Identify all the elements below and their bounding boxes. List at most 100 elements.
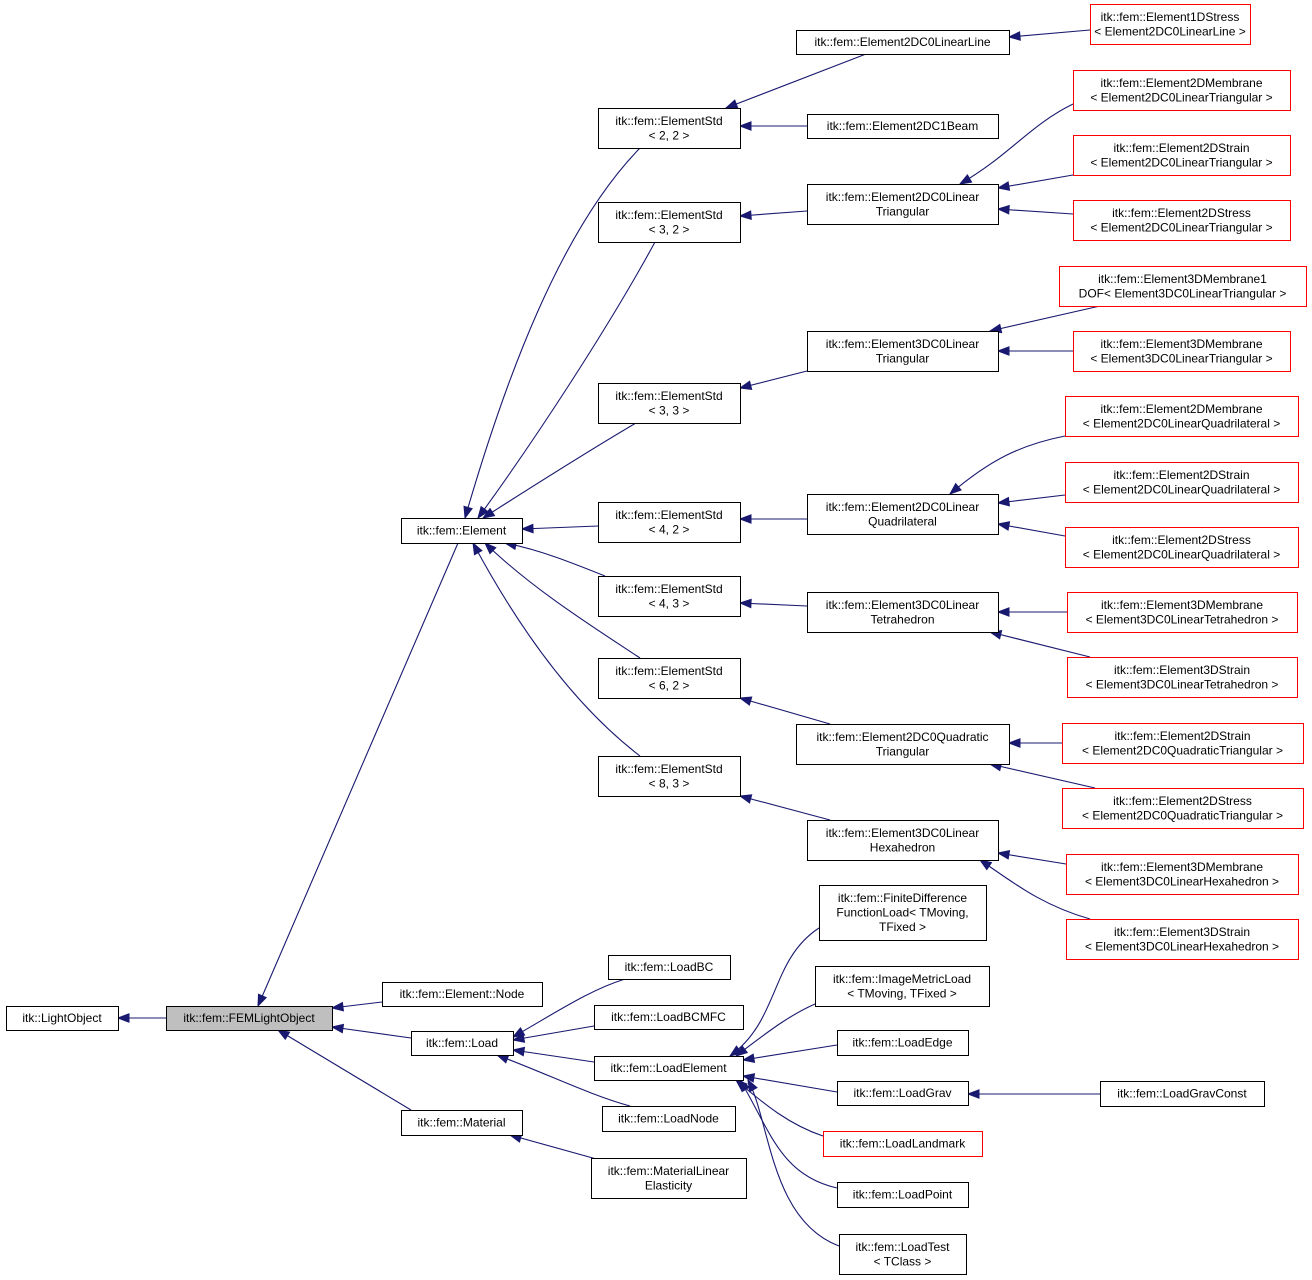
class-label-line: itk::fem::Element2DC1Beam <box>827 119 978 133</box>
class-node-e3d-strain-tet[interactable]: itk::fem::Element3DStrain< Element3DC0Li… <box>1067 657 1298 698</box>
class-node-e2dc0-quad[interactable]: itk::fem::Element2DC0LinearQuadrilateral <box>807 494 999 535</box>
class-node-femlightobject[interactable]: itk::fem::FEMLightObject <box>166 1006 333 1031</box>
class-box <box>837 1081 969 1106</box>
class-node-element[interactable]: itk::fem::Element <box>401 518 523 544</box>
class-node-estd-8-3[interactable]: itk::fem::ElementStd< 8, 3 > <box>598 756 741 797</box>
class-label-line: itk::fem::Element2DC0Linear <box>826 190 979 204</box>
class-node-loadbc[interactable]: itk::fem::LoadBC <box>608 955 731 980</box>
class-node-e2d-strain-qtri[interactable]: itk::fem::Element2DStrain< Element2DC0Qu… <box>1062 723 1304 764</box>
class-node-loadelement[interactable]: itk::fem::LoadElement <box>594 1056 744 1081</box>
class-node-e2d-stress-tri[interactable]: itk::fem::Element2DStress< Element2DC0Li… <box>1073 200 1291 241</box>
class-box <box>598 383 741 424</box>
class-label-line: Triangular <box>876 744 930 758</box>
class-node-load[interactable]: itk::fem::Load <box>411 1031 514 1056</box>
class-node-element-node[interactable]: itk::fem::Element::Node <box>382 982 543 1007</box>
arrowhead-e2d-strain-tri-to-e2dc0-tri <box>996 181 1011 191</box>
class-label-line: itk::fem::Element3DC0Linear <box>826 598 979 612</box>
class-label-line: itk::fem::LoadElement <box>610 1061 727 1075</box>
class-label-line: itk::fem::LoadTest <box>855 1240 950 1254</box>
class-label-line: itk::fem::Element1DStress <box>1101 10 1240 24</box>
class-node-e3dc0-tet[interactable]: itk::fem::Element3DC0LinearTetrahedron <box>807 592 999 633</box>
edge-estd-6-2-to-element <box>484 542 641 659</box>
class-node-finitediff[interactable]: itk::fem::FiniteDifferenceFunctionLoad< … <box>819 885 987 941</box>
edge-loadpoint-to-loadelement <box>739 1079 838 1189</box>
class-label-line: itk::fem::Element3DMembrane <box>1101 860 1263 874</box>
class-node-estd-4-2[interactable]: itk::fem::ElementStd< 4, 2 > <box>598 502 741 543</box>
class-label-line: itk::fem::LoadPoint <box>853 1188 953 1202</box>
edge-load-to-femlightobject <box>331 1026 412 1039</box>
edge-e3d-mem1dof-tri-to-e3dc0-tri <box>989 305 1101 332</box>
class-node-e2d-mem-tri[interactable]: itk::fem::Element2DMembrane< Element2DC0… <box>1073 70 1291 111</box>
class-node-loadtest[interactable]: itk::fem::LoadTest< TClass > <box>839 1234 967 1275</box>
arrowhead-e2d-stress-quad-to-e2dc0-quad <box>996 521 1011 531</box>
class-node-e2d-strain-tri[interactable]: itk::fem::Element2DStrain< Element2DC0Li… <box>1073 135 1291 176</box>
class-node-estd-3-2[interactable]: itk::fem::ElementStd< 3, 2 > <box>598 202 741 243</box>
class-node-e2dc1-beam[interactable]: itk::fem::Element2DC1Beam <box>807 114 999 139</box>
class-node-e3d-mem-hex[interactable]: itk::fem::Element3DMembrane< Element3DC0… <box>1066 854 1299 895</box>
class-node-estd-3-3[interactable]: itk::fem::ElementStd< 3, 3 > <box>598 383 741 424</box>
arrowhead-loadedge-to-loadelement <box>741 1053 756 1064</box>
class-node-estd-2-2[interactable]: itk::fem::ElementStd< 2, 2 > <box>598 108 741 149</box>
class-label-line: itk::fem::ElementStd <box>615 114 722 128</box>
class-label-line: itk::fem::LoadBC <box>625 960 714 974</box>
class-label-line: itk::fem::LoadLandmark <box>840 1137 966 1151</box>
edge-loadtest-to-loadelement <box>747 1079 840 1247</box>
class-label-line: < 2, 2 > <box>649 128 690 142</box>
class-node-loadedge[interactable]: itk::fem::LoadEdge <box>837 1030 969 1056</box>
class-node-e2dc0-line[interactable]: itk::fem::Element2DC0LinearLine <box>796 30 1010 55</box>
class-node-loadgravconst[interactable]: itk::fem::LoadGravConst <box>1100 1081 1265 1107</box>
class-box <box>819 885 987 941</box>
arrowhead-imagemetric-to-loadelement <box>734 1045 749 1057</box>
edge-matlinelastic-to-material <box>509 1134 601 1161</box>
class-box <box>837 1030 969 1056</box>
arrowhead-e3dc0-hex-to-estd-8-3 <box>738 794 753 804</box>
class-label-line: < Element3DC0LinearTetrahedron > <box>1086 677 1279 691</box>
class-node-e2d-strain-quad[interactable]: itk::fem::Element2DStrain< Element2DC0Li… <box>1065 462 1299 503</box>
class-label-line: itk::fem::Element3DMembrane <box>1101 598 1263 612</box>
class-box <box>1100 1081 1265 1107</box>
class-node-e1d-stress[interactable]: itk::fem::Element1DStress< Element2DC0Li… <box>1090 4 1251 45</box>
edge-estd-8-3-to-element <box>472 542 641 757</box>
class-node-e2d-stress-qtri[interactable]: itk::fem::Element2DStress< Element2DC0Qu… <box>1062 788 1304 829</box>
edge-estd-3-3-to-element <box>482 422 637 519</box>
class-label-line: < 6, 2 > <box>649 678 690 692</box>
class-node-loadlandmark[interactable]: itk::fem::LoadLandmark <box>823 1131 983 1157</box>
class-node-lightobject[interactable]: itk::LightObject <box>6 1006 119 1031</box>
class-label-line: itk::fem::Element2DStress <box>1113 794 1252 808</box>
class-label-line: itk::fem::LoadGrav <box>853 1086 951 1100</box>
class-label-line: itk::fem::LoadBCMFC <box>611 1010 726 1024</box>
class-node-e3dc0-hex[interactable]: itk::fem::Element3DC0LinearHexahedron <box>807 820 999 861</box>
class-label-line: < 3, 3 > <box>649 403 690 417</box>
class-box <box>807 592 999 633</box>
class-label-line: DOF< Element3DC0LinearTriangular > <box>1079 286 1287 300</box>
class-node-e3dc0-tri[interactable]: itk::fem::Element3DC0LinearTriangular <box>807 331 999 372</box>
class-node-e3d-mem-tri[interactable]: itk::fem::Element3DMembrane< Element3DC0… <box>1073 331 1291 372</box>
arrowhead-e2d-strain-qtri-to-e2dc0-qtri <box>1007 738 1021 748</box>
class-label-line: < TMoving, TFixed > <box>847 986 957 1000</box>
class-node-e3d-strain-hex[interactable]: itk::fem::Element3DStrain< Element3DC0Li… <box>1066 919 1299 960</box>
class-node-e3d-mem-tet[interactable]: itk::fem::Element3DMembrane< Element3DC0… <box>1067 592 1298 633</box>
class-node-estd-6-2[interactable]: itk::fem::ElementStd< 6, 2 > <box>598 658 741 699</box>
edge-loadbc-to-load <box>512 978 626 1038</box>
class-node-estd-4-3[interactable]: itk::fem::ElementStd< 4, 3 > <box>598 576 741 617</box>
class-node-e2dc0-qtri[interactable]: itk::fem::Element2DC0QuadraticTriangular <box>796 724 1010 765</box>
class-node-loadpoint[interactable]: itk::fem::LoadPoint <box>837 1182 969 1208</box>
class-node-loadnode[interactable]: itk::fem::LoadNode <box>602 1106 736 1132</box>
class-node-loadgrav[interactable]: itk::fem::LoadGrav <box>837 1081 969 1106</box>
class-node-imagemetric[interactable]: itk::fem::ImageMetricLoad< TMoving, TFix… <box>815 966 990 1007</box>
class-node-loadbcmfc[interactable]: itk::fem::LoadBCMFC <box>594 1005 744 1030</box>
edge-loadgrav-to-loadelement <box>742 1075 838 1093</box>
class-node-e2d-stress-quad[interactable]: itk::fem::Element2DStress< Element2DC0Li… <box>1065 527 1299 568</box>
class-label-line: itk::fem::Element <box>417 524 507 538</box>
class-node-e2dc0-tri[interactable]: itk::fem::Element2DC0LinearTriangular <box>807 184 999 225</box>
arrowhead-load-to-femlightobject <box>330 1023 345 1034</box>
edge-estd-4-3-to-element <box>504 542 606 577</box>
class-box <box>1073 331 1291 372</box>
class-node-e2d-mem-quad[interactable]: itk::fem::Element2DMembrane< Element2DC0… <box>1065 396 1299 437</box>
class-node-material[interactable]: itk::fem::Material <box>401 1110 523 1136</box>
arrowhead-estd-3-3-to-element <box>481 507 496 519</box>
arrowhead-e2dc0-line-to-estd-2-2 <box>724 99 739 109</box>
class-label-line: < Element2DC0LinearTriangular > <box>1090 155 1272 169</box>
